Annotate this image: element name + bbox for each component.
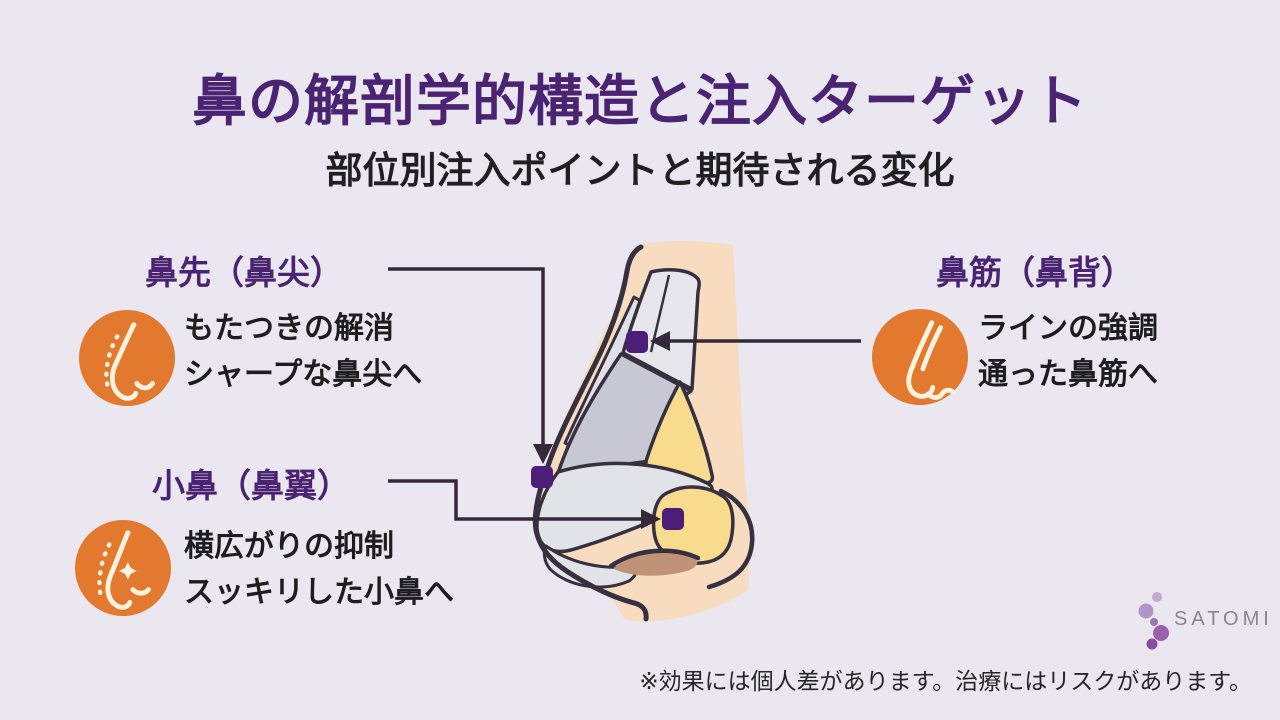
alar-lobule-shape	[651, 485, 735, 565]
injection-marker-alar	[662, 508, 684, 530]
lower-cartilage-shape	[535, 461, 714, 589]
page-title: 鼻の解剖学的構造と注入ターゲット	[191, 70, 1088, 132]
desc-line: 横広がりの抑制	[184, 530, 394, 563]
icon-circle	[871, 308, 969, 406]
nose-tip-icon	[78, 309, 176, 407]
page-subtitle: 部位別注入ポイントと期待される変化	[325, 150, 955, 191]
icon-circle	[78, 309, 176, 407]
label-nose-tip: 鼻先（鼻尖）	[145, 254, 343, 291]
nostril-shape	[608, 548, 701, 576]
icon-circle	[74, 519, 172, 617]
nose-bridge-icon	[871, 308, 969, 406]
desc-line: スッキリした小鼻へ	[184, 576, 454, 609]
alar-crease-line	[706, 488, 755, 590]
satomi-logo-text: SATOMI	[1174, 608, 1273, 630]
desc-line: 通った鼻筋へ	[978, 358, 1158, 391]
desc-nose-alar: 横広がりの抑制 スッキリした小鼻へ	[184, 524, 454, 616]
nose-alar-icon	[74, 519, 172, 617]
injection-marker-bridge	[626, 331, 648, 353]
disclaimer-text: ※効果には個人差があります。治療にはリスクがあります。	[639, 668, 1252, 694]
connector-tip	[388, 267, 553, 464]
connector-bridge	[650, 331, 861, 351]
desc-nose-tip: もたつきの解消 シャープな鼻尖へ	[184, 306, 422, 398]
label-nose-alar: 小鼻（鼻翼）	[152, 467, 350, 504]
desc-line: もたつきの解消	[184, 312, 394, 345]
connector-alar	[388, 479, 661, 529]
label-nose-bridge: 鼻筋（鼻背）	[936, 254, 1134, 291]
desc-line: シャープな鼻尖へ	[184, 358, 423, 391]
desc-line: ラインの強調	[978, 312, 1158, 345]
satomi-logo-dots-icon	[1138, 592, 1169, 650]
injection-marker-tip	[531, 466, 553, 488]
desc-nose-bridge: ラインの強調 通った鼻筋へ	[978, 306, 1158, 398]
